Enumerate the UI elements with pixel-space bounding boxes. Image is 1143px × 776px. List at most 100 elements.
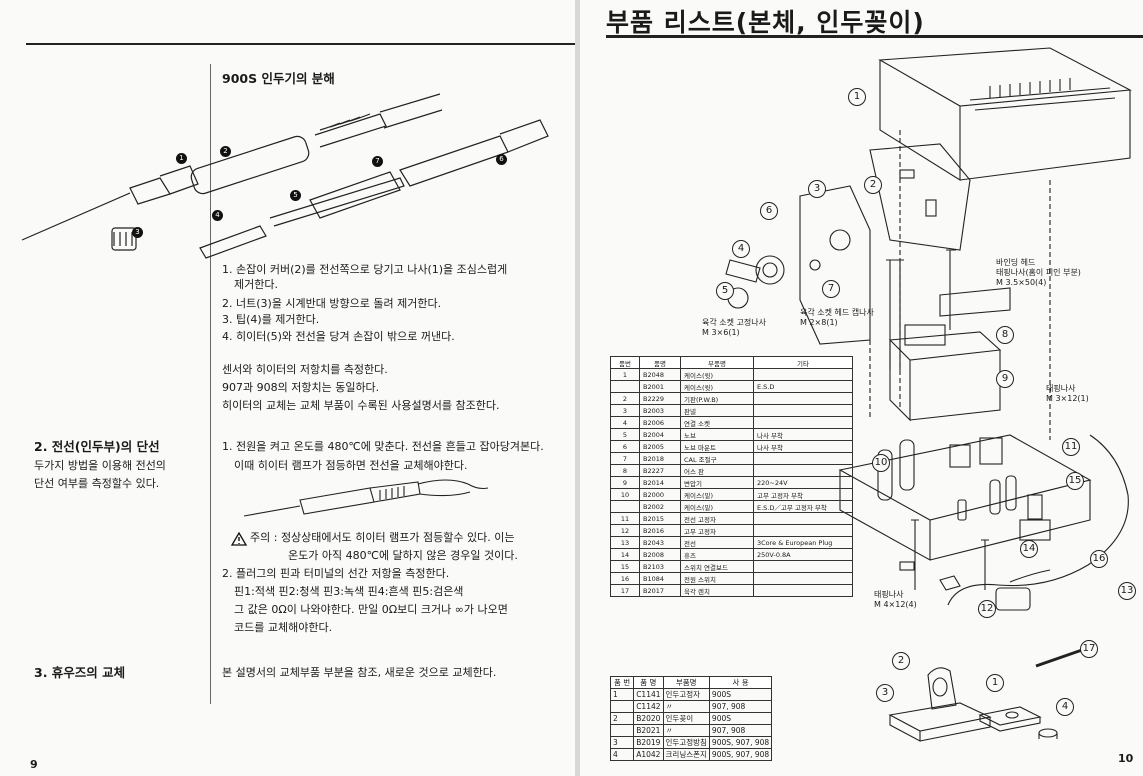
section-2-step-2: 2. 플러그의 핀과 터미널의 선간 저항을 측정한다. [222, 567, 450, 580]
step-3: 3. 팁(4)를 제거한다. [222, 313, 320, 326]
callout-9: 9 [996, 370, 1014, 388]
table-cell: 육각 렌치 [680, 584, 754, 597]
pin-colors: 핀1:적색 핀2:청색 핀3:녹색 핀4:흔색 핀5:검은색 [234, 585, 464, 598]
table-cell: 3Core & European Plug [753, 536, 853, 549]
table-cell: 2 [609, 712, 635, 725]
table-cell: 휴즈 [680, 548, 754, 561]
step-2: 2. 너트(3)을 시계반대 방향으로 돌려 제거한다. [222, 297, 442, 310]
table-cell: 크리닝스폰지 [662, 748, 710, 761]
section-3-text: 본 설명서의 교체부품 부분을 참조, 새로운 것으로 교체한다. [222, 666, 497, 679]
callout-12: 12 [978, 600, 996, 618]
table-cell: 전선 고정자 [680, 512, 754, 525]
callout-14: 14 [1020, 540, 1038, 558]
table-cell: 인두고정자 [662, 688, 710, 701]
section-title-disassembly: 900S 인두기의 분해 [222, 71, 335, 86]
callout-5: 5 [716, 282, 734, 300]
table-cell: 어스 판 [680, 464, 754, 477]
measure-line-3: 히이터의 교체는 교체 부품이 수록된 사용설명서를 참조한다. [222, 399, 500, 412]
table-cell: CAL 조절구 [680, 452, 754, 465]
table-cell: B2048 [639, 368, 681, 381]
page-number-left: 9 [30, 758, 38, 771]
top-rule [26, 43, 575, 45]
callout-4: 4 [732, 240, 750, 258]
table-cell [610, 500, 640, 513]
table-cell: 케이스(윗) [680, 368, 754, 381]
marker-1: 1 [176, 153, 187, 164]
col-header: 품 명 [633, 676, 664, 689]
table-cell: B2002 [639, 500, 681, 513]
stand-callout-4: 4 [1056, 698, 1074, 716]
table-row: B2021〃907, 908 [609, 724, 773, 737]
table-cell: 3 [609, 736, 635, 749]
table-cell: 11 [610, 512, 640, 525]
stand-callout-1: 1 [986, 674, 1004, 692]
table-cell: 전선 [680, 536, 754, 549]
step-4: 4. 히이터(5)와 전선을 당겨 손잡이 밖으로 꺼낸다. [222, 330, 455, 343]
col-header: 품 번 [609, 676, 635, 689]
table-cell: B2016 [639, 524, 681, 537]
table-cell: B2018 [639, 452, 681, 465]
table-cell: B2015 [639, 512, 681, 525]
col-header: 사 용 [708, 676, 773, 689]
table-cell: B2003 [639, 404, 681, 417]
iron-stand-illustration [888, 667, 1058, 742]
hand-test-illustration [243, 479, 489, 517]
table-cell: B2004 [639, 428, 681, 441]
table-cell: 기판(P.W.B) [680, 392, 754, 405]
table-cell [609, 700, 635, 713]
table-cell: 907, 908 [708, 700, 773, 713]
table-cell: 17 [610, 584, 640, 597]
table-cell: 5 [610, 428, 640, 441]
table-cell: 케이스(밑) [680, 488, 754, 501]
section-2-step-1: 1. 전원을 켜고 온도를 480℃에 맞춘다. 전선을 흔들고 잡아당겨본다. [222, 440, 544, 453]
table-cell: B2019 [633, 736, 664, 749]
callout-10: 10 [872, 454, 890, 472]
replace-cord-note: 코드를 교체해야한다. [234, 621, 333, 634]
section-3-title: 3. 휴우즈의 교체 [34, 665, 126, 680]
marker-3: 3 [132, 227, 143, 238]
table-cell [753, 512, 853, 525]
table-cell: 스위치 연결보드 [680, 560, 754, 573]
table-cell: 노브 마운트 [680, 440, 754, 453]
table-cell: 케이스(밑) [680, 500, 754, 513]
callout-7: 7 [822, 280, 840, 298]
table-cell: 250V-0.8A [753, 548, 853, 561]
table-cell: B2008 [639, 548, 681, 561]
table-cell: 1 [609, 688, 635, 701]
table-cell [753, 464, 853, 477]
table-cell: 6 [610, 440, 640, 453]
table-cell: 907, 908 [708, 724, 773, 737]
table-cell: C1141 [633, 688, 664, 701]
measure-line-1: 센서와 히이터의 저항치를 측정한다. [222, 363, 388, 376]
marker-5: 5 [290, 190, 301, 201]
callout-1: 1 [848, 88, 866, 106]
table-cell [753, 572, 853, 585]
table-cell: 케이스(윗) [680, 380, 754, 393]
table-cell: 8 [610, 464, 640, 477]
table-cell: E.S.D／고무 고정자 부착 [753, 500, 853, 513]
caution-line-2: 온도가 아직 480℃에 달하지 않은 경우일 것이다. [288, 549, 518, 562]
table-cell: 나사 부착 [753, 440, 853, 453]
table-cell: 1 [610, 368, 640, 381]
table-cell: 판넬 [680, 404, 754, 417]
table-cell: 10 [610, 488, 640, 501]
stand-table-header: 품 번 품 명 부품명 사 용 [609, 676, 773, 689]
section-2-desc-2: 단선 여부를 측정할수 있다. [34, 477, 160, 490]
table-cell: 인두꽂이 [662, 712, 710, 725]
table-cell: 9 [610, 476, 640, 489]
table-cell: 연결 소켓 [680, 416, 754, 429]
table-cell: 2 [610, 392, 640, 405]
